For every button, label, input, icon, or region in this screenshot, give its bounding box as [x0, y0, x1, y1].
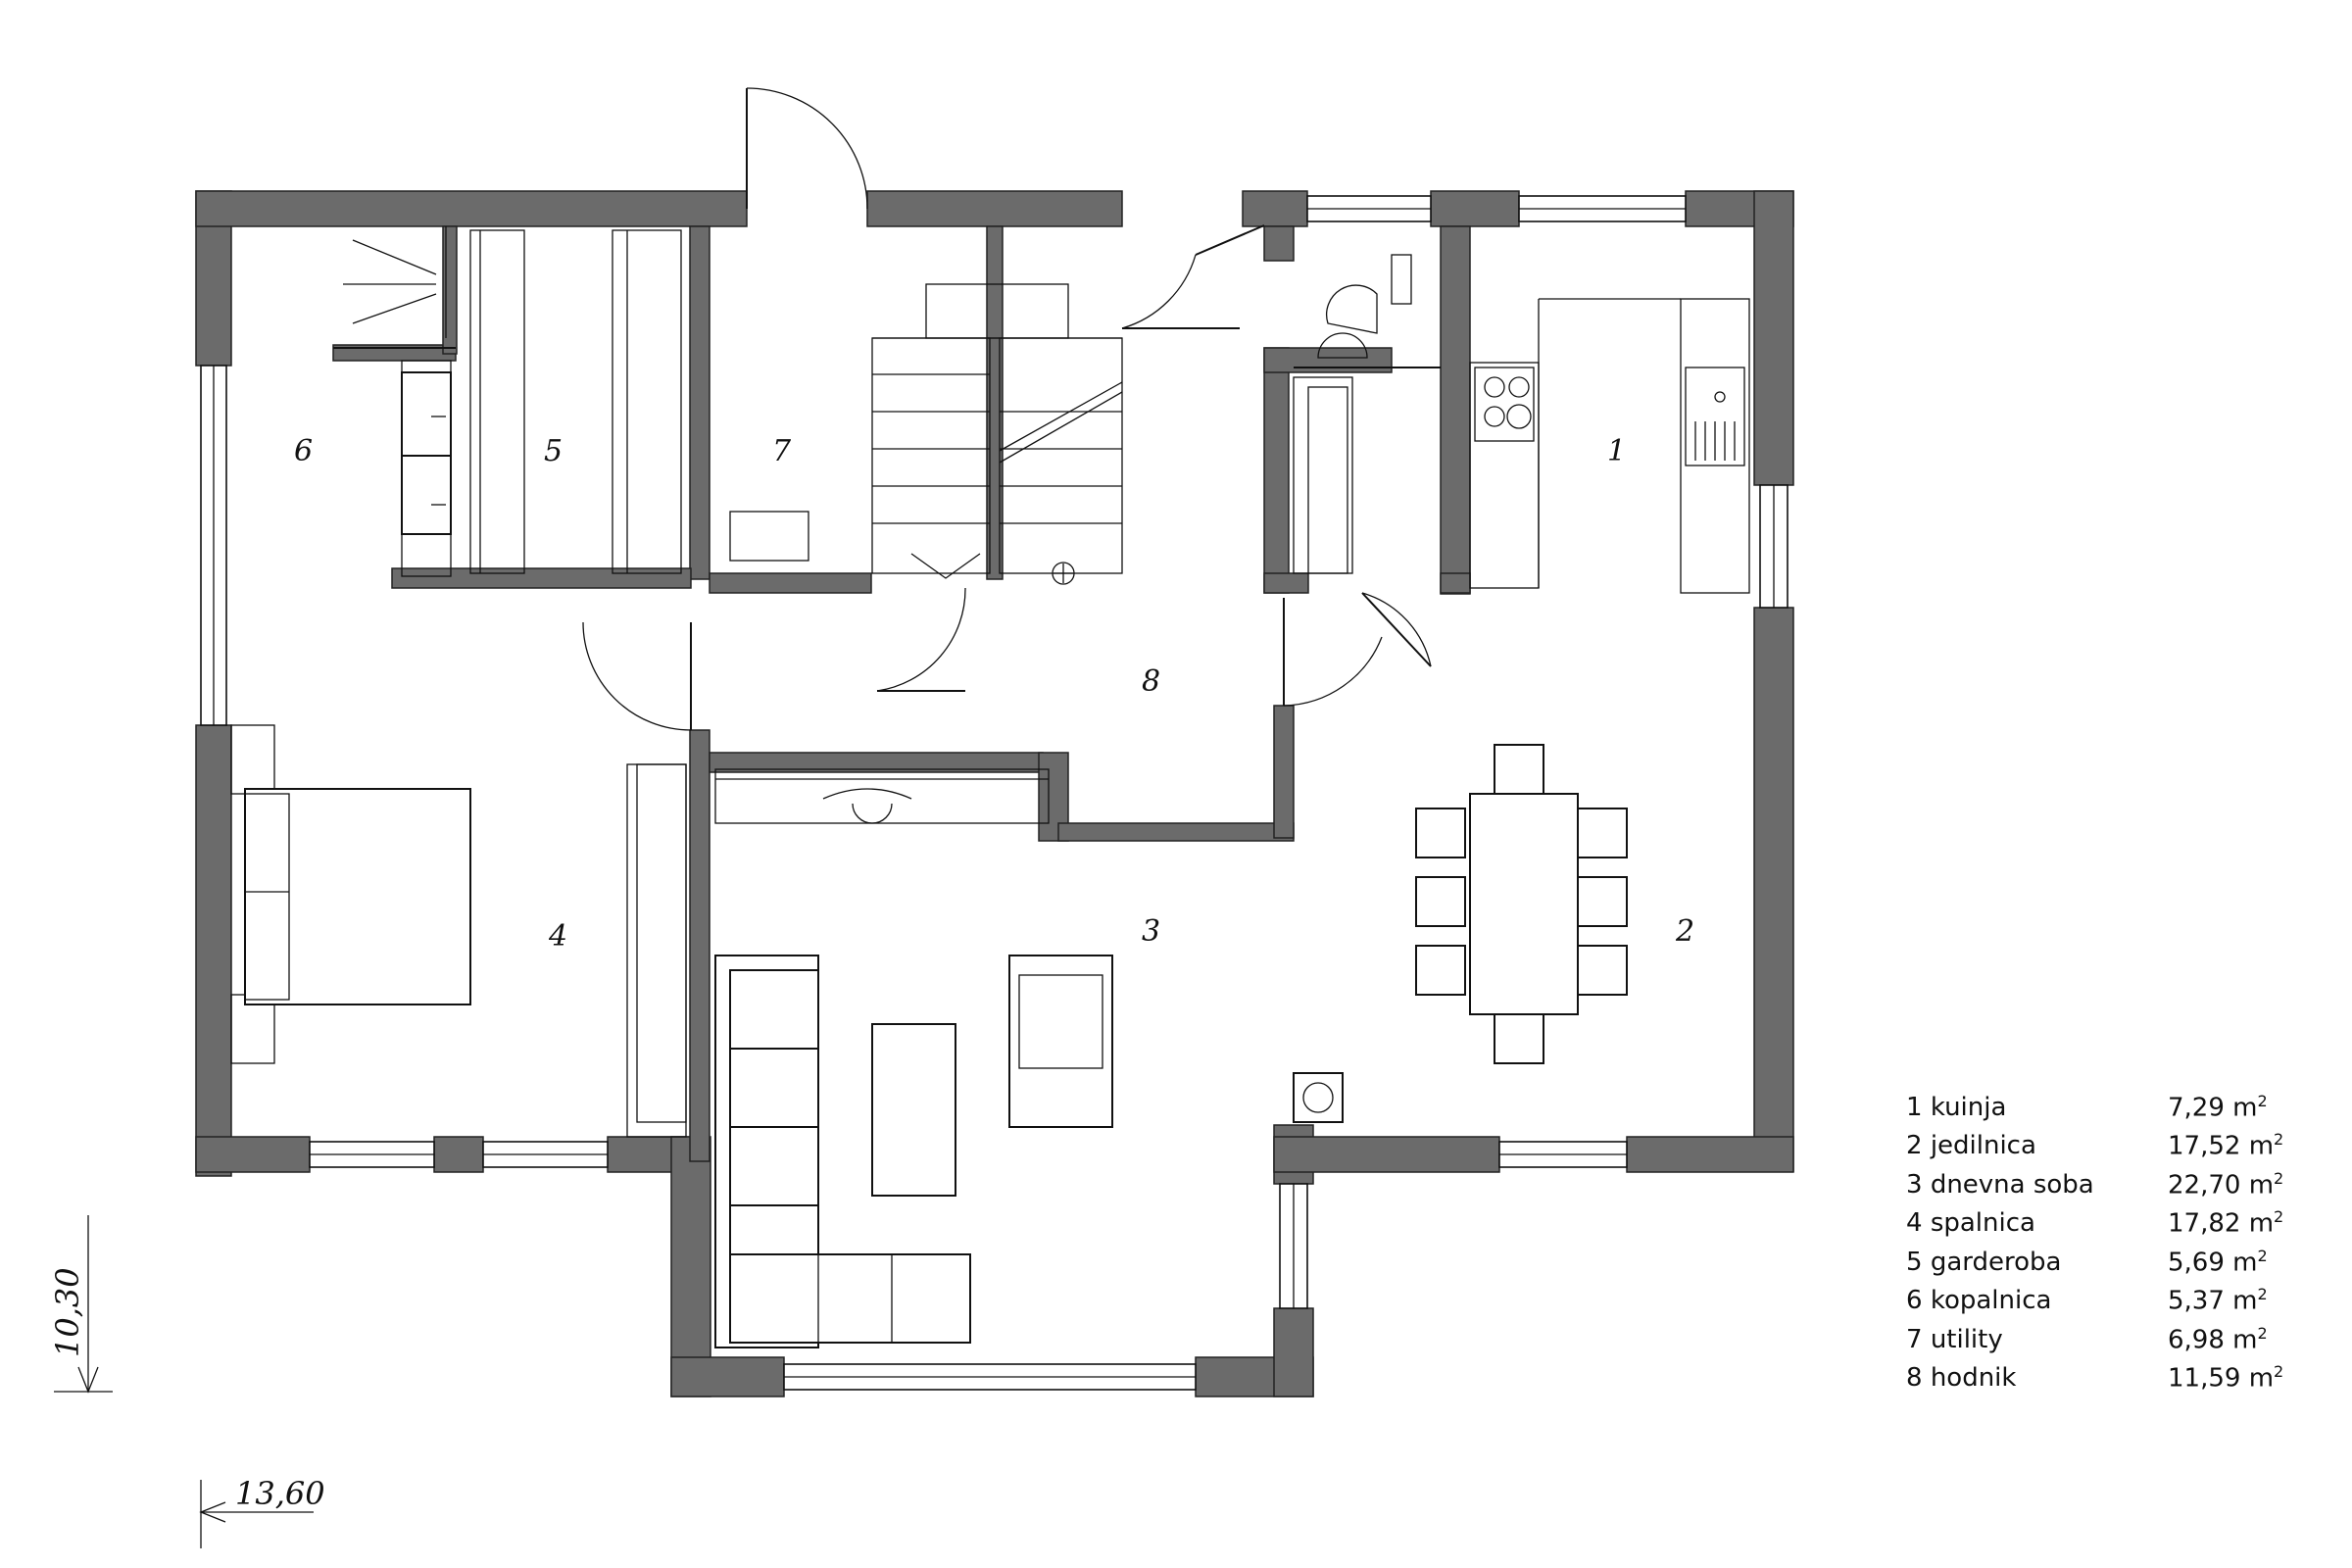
legend-room-name: utility: [1930, 1324, 2003, 1354]
legend-area: 5,69: [2168, 1248, 2225, 1278]
wardrobe-fixtures: [469, 229, 682, 574]
legend-row-3: 3 dnevna soba 22,70 m2: [1906, 1165, 2328, 1204]
legend-row-4: 4 spalnica 17,82 m2: [1906, 1204, 2328, 1244]
legend-num: 6: [1906, 1286, 1923, 1316]
legend-room-name: garderoba: [1930, 1247, 2062, 1277]
legend-unit: m: [2248, 1364, 2275, 1395]
legend-area: 7,29: [2168, 1093, 2225, 1123]
legend-unit: m: [2232, 1248, 2258, 1278]
legend-area: 22,70: [2168, 1170, 2241, 1200]
room-label-8: 8: [1142, 664, 1160, 699]
legend-num: 4: [1906, 1208, 1923, 1239]
legend-num: 7: [1906, 1324, 1923, 1354]
legend-unit: m: [2248, 1132, 2275, 1162]
legend-unit: m: [2232, 1287, 2258, 1317]
legend-area: 6,98: [2168, 1325, 2225, 1355]
windows: [200, 195, 1788, 1391]
legend-unit-exp: 2: [2274, 1168, 2284, 1188]
legend-unit-exp: 2: [2257, 1323, 2268, 1343]
room-label-7: 7: [772, 434, 792, 468]
legend-unit-exp: 2: [2274, 1362, 2284, 1382]
legend-row-1: 1 kuinja 7,29 m2: [1906, 1088, 2328, 1127]
wc-fixtures: [1293, 254, 1441, 574]
utility-fixtures: [729, 511, 809, 562]
legend-unit-exp: 2: [2257, 1091, 2268, 1110]
legend-row-6: 6 kopalnica 5,37 m2: [1906, 1282, 2328, 1321]
legend-unit: m: [2248, 1170, 2275, 1200]
legend-num: 8: [1906, 1363, 1923, 1394]
bedroom-furniture: [230, 724, 687, 1138]
legend-unit-exp: 2: [2274, 1207, 2284, 1227]
staircase: [871, 283, 1123, 585]
room-label-2: 2: [1675, 914, 1694, 949]
legend-row-7: 7 utility 6,98 m2: [1906, 1320, 2328, 1359]
dimension-depth: 10,30: [49, 1215, 113, 1394]
legend-room-name: hodnik: [1930, 1363, 2017, 1394]
legend-room-name: kuinja: [1930, 1092, 2007, 1122]
legend-room-name: dnevna soba: [1930, 1169, 2094, 1200]
room-label-3: 3: [1142, 914, 1160, 949]
legend-room-name: kopalnica: [1930, 1286, 2052, 1316]
room-labels: 1 2 3 4 5 6 7 8: [294, 434, 1694, 954]
legend-area: 5,37: [2168, 1287, 2225, 1317]
legend-row-5: 5 garderoba 5,69 m2: [1906, 1243, 2328, 1282]
legend-unit-exp: 2: [2274, 1130, 2284, 1150]
legend-num: 1: [1906, 1092, 1923, 1122]
legend-unit-exp: 2: [2257, 1285, 2268, 1304]
room-label-5: 5: [544, 434, 563, 468]
legend-unit: m: [2248, 1209, 2275, 1240]
living-furniture: [714, 768, 1113, 1348]
kitchen-fixtures: [1469, 298, 1750, 594]
legend-row-2: 2 jedilnica 17,52 m2: [1906, 1127, 2328, 1166]
legend-room-name: jedilnica: [1930, 1131, 2036, 1161]
legend-unit-exp: 2: [2257, 1246, 2268, 1265]
legend-room-name: spalnica: [1930, 1208, 2035, 1239]
legend-num: 3: [1906, 1169, 1923, 1200]
legend-num: 5: [1906, 1247, 1923, 1277]
legend-unit: m: [2232, 1093, 2258, 1123]
legend-area: 17,52: [2168, 1132, 2241, 1162]
room-label-6: 6: [294, 434, 313, 468]
bathroom-fixtures: [333, 226, 456, 577]
legend-area: 17,82: [2168, 1209, 2241, 1240]
depth-dimension-label: 10,30: [49, 1267, 86, 1357]
legend-unit: m: [2232, 1325, 2258, 1355]
room-label-4: 4: [548, 919, 567, 954]
outer-walls: [195, 190, 1794, 1397]
dining-table: [1293, 744, 1628, 1123]
doors: [582, 87, 1432, 731]
legend-area: 11,59: [2168, 1364, 2241, 1395]
room-label-1: 1: [1607, 434, 1626, 468]
legend-num: 2: [1906, 1131, 1923, 1161]
width-dimension-label: 13,60: [235, 1475, 325, 1512]
room-area-legend: 1 kuinja 7,29 m2 2 jedilnica 17,52 m2 3 …: [1906, 1088, 2328, 1397]
dimension-width: 13,60: [199, 1475, 325, 1548]
legend-row-8: 8 hodnik 11,59 m2: [1906, 1359, 2328, 1398]
